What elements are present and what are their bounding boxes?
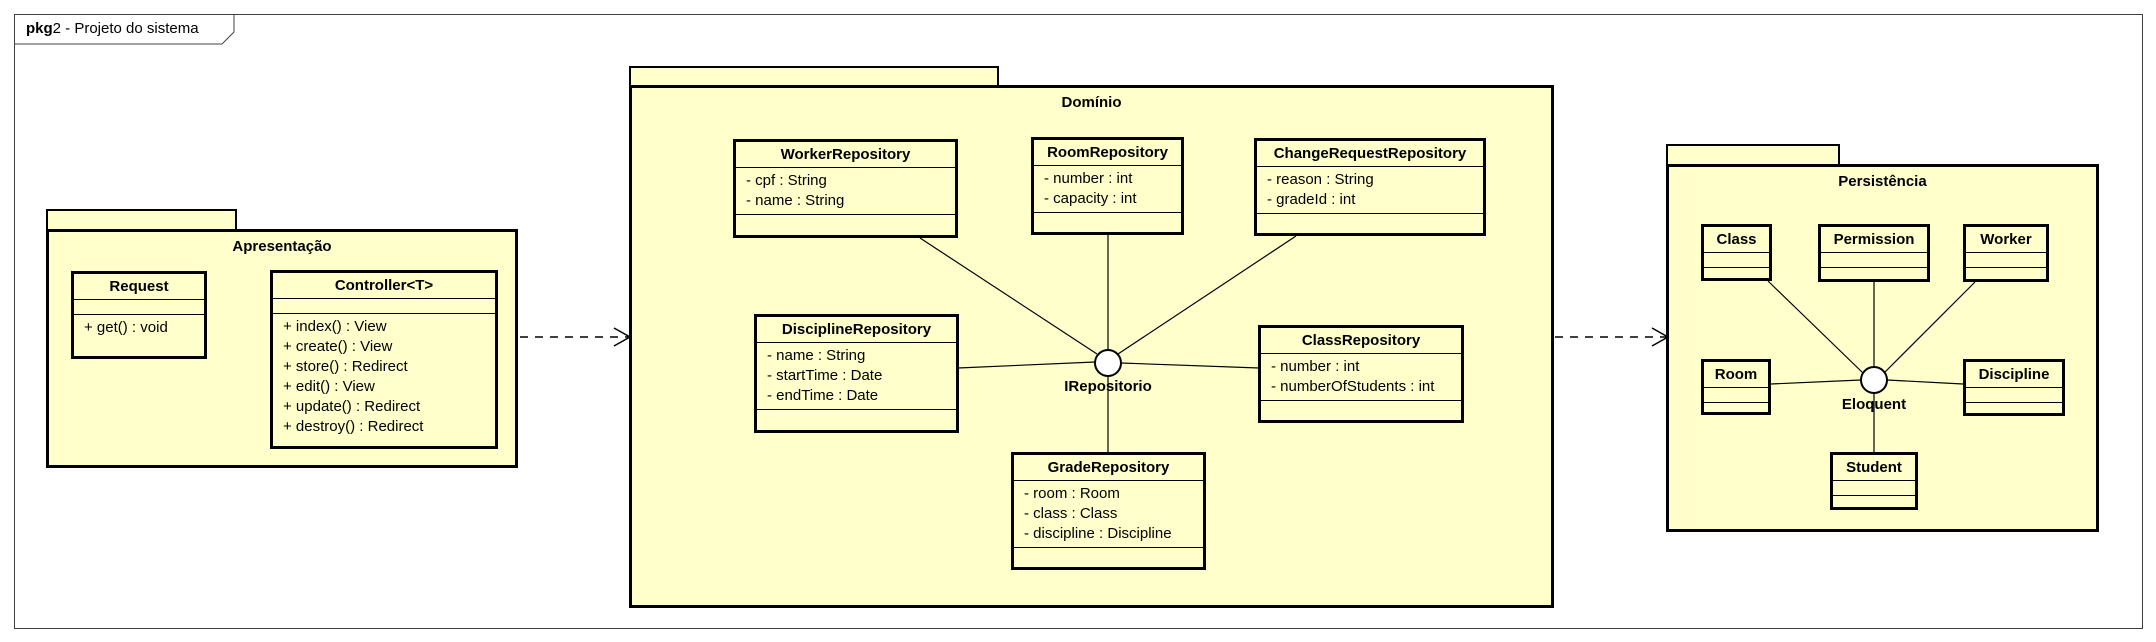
class-attributes bbox=[74, 300, 204, 315]
class-grade-repository[interactable]: GradeRepository - room : Room - class : … bbox=[1011, 452, 1206, 570]
attribute: - class : Class bbox=[1024, 505, 1118, 522]
frame-title: 2 - Projeto do sistema bbox=[52, 20, 199, 37]
attribute: - reason : String bbox=[1267, 171, 1374, 188]
class-name: ClassRepository bbox=[1261, 328, 1461, 354]
class-controller[interactable]: Controller<T> + index() : View + create(… bbox=[270, 270, 498, 449]
class-operations bbox=[1704, 268, 1769, 282]
class-attributes bbox=[1821, 253, 1927, 268]
package-tab-persistencia bbox=[1666, 144, 1840, 166]
class-change-request-repository[interactable]: ChangeRequestRepository - reason : Strin… bbox=[1254, 138, 1486, 236]
class-name: ChangeRequestRepository bbox=[1257, 141, 1483, 167]
class-attributes bbox=[1704, 388, 1768, 403]
attribute: - room : Room bbox=[1024, 485, 1120, 502]
class-persist-permission[interactable]: Permission bbox=[1818, 224, 1930, 282]
operation: + create() : View bbox=[283, 338, 393, 355]
package-title-dominio: Domínio bbox=[1061, 94, 1122, 111]
package-title-apresentacao: Apresentação bbox=[232, 238, 332, 255]
operation: + destroy() : Redirect bbox=[283, 418, 424, 435]
frame-label: pkg2 - Projeto do sistema bbox=[26, 20, 199, 37]
class-operations bbox=[1833, 496, 1915, 510]
attribute: - startTime : Date bbox=[767, 367, 883, 384]
operation: + update() : Redirect bbox=[283, 398, 421, 415]
class-attributes: - number : int - numberOfStudents : int bbox=[1261, 354, 1461, 401]
class-name: Request bbox=[74, 274, 204, 300]
class-attributes bbox=[1966, 388, 2062, 403]
attribute: - name : String bbox=[767, 347, 866, 364]
class-persist-room[interactable]: Room bbox=[1701, 359, 1771, 415]
class-name: Discipline bbox=[1966, 362, 2062, 388]
operation: + index() : View bbox=[283, 318, 387, 335]
class-persist-discipline[interactable]: Discipline bbox=[1963, 359, 2065, 416]
attribute: - name : String bbox=[746, 192, 845, 209]
operation: + store() : Redirect bbox=[283, 358, 408, 375]
class-operations bbox=[1966, 268, 2046, 282]
class-operations bbox=[1821, 268, 1927, 282]
interface-label-irepositorio: IRepositorio bbox=[1064, 378, 1152, 395]
operation: + get() : void bbox=[84, 319, 168, 336]
class-attributes bbox=[1833, 481, 1915, 496]
class-persist-class[interactable]: Class bbox=[1701, 224, 1772, 281]
frame-keyword: pkg bbox=[26, 20, 53, 37]
attribute: - discipline : Discipline bbox=[1024, 525, 1172, 542]
package-tab-apresentacao bbox=[46, 209, 237, 230]
class-name: Room bbox=[1704, 362, 1768, 388]
class-name: Controller<T> bbox=[273, 273, 495, 299]
class-attributes bbox=[1966, 253, 2046, 268]
attribute: - gradeId : int bbox=[1267, 191, 1356, 208]
class-attributes: - name : String - startTime : Date - end… bbox=[757, 343, 956, 410]
class-operations bbox=[1966, 403, 2062, 417]
class-name: Permission bbox=[1821, 227, 1927, 253]
class-name: RoomRepository bbox=[1034, 140, 1181, 166]
interface-lollipop-irepositorio bbox=[1094, 349, 1122, 377]
diagram-frame bbox=[14, 14, 2143, 629]
class-operations: + get() : void bbox=[74, 315, 204, 341]
interface-label-eloquent: Eloquent bbox=[1841, 396, 1907, 413]
class-name: Class bbox=[1704, 227, 1769, 253]
class-class-repository[interactable]: ClassRepository - number : int - numberO… bbox=[1258, 325, 1464, 423]
class-discipline-repository[interactable]: DisciplineRepository - name : String - s… bbox=[754, 314, 959, 433]
class-worker-repository[interactable]: WorkerRepository - cpf : String - name :… bbox=[733, 139, 958, 238]
class-name: Worker bbox=[1966, 227, 2046, 253]
class-name: Student bbox=[1833, 455, 1915, 481]
class-request[interactable]: Request + get() : void bbox=[71, 271, 207, 359]
attribute: - number : int bbox=[1271, 358, 1360, 375]
class-operations bbox=[1704, 403, 1768, 417]
class-attributes: - cpf : String - name : String bbox=[736, 168, 955, 215]
class-attributes: - reason : String - gradeId : int bbox=[1257, 167, 1483, 214]
attribute: - endTime : Date bbox=[767, 387, 879, 404]
attribute: - cpf : String bbox=[746, 172, 827, 189]
class-attributes bbox=[273, 299, 495, 314]
class-room-repository[interactable]: RoomRepository - number : int - capacity… bbox=[1031, 137, 1184, 235]
class-name: DisciplineRepository bbox=[757, 317, 956, 343]
class-attributes: - room : Room - class : Class - discipli… bbox=[1014, 481, 1203, 548]
class-name: WorkerRepository bbox=[736, 142, 955, 168]
operation: + edit() : View bbox=[283, 378, 375, 395]
class-operations: + index() : View + create() : View + sto… bbox=[273, 314, 495, 440]
class-name: GradeRepository bbox=[1014, 455, 1203, 481]
class-persist-student[interactable]: Student bbox=[1830, 452, 1918, 510]
interface-lollipop-eloquent bbox=[1860, 366, 1888, 394]
attribute: - capacity : int bbox=[1044, 190, 1137, 207]
class-attributes bbox=[1704, 253, 1769, 268]
package-title-persistencia: Persistência bbox=[1838, 173, 1927, 190]
class-attributes: - number : int - capacity : int bbox=[1034, 166, 1181, 213]
package-tab-dominio bbox=[629, 66, 999, 87]
attribute: - number : int bbox=[1044, 170, 1133, 187]
attribute: - numberOfStudents : int bbox=[1271, 378, 1435, 395]
class-persist-worker[interactable]: Worker bbox=[1963, 224, 2049, 282]
